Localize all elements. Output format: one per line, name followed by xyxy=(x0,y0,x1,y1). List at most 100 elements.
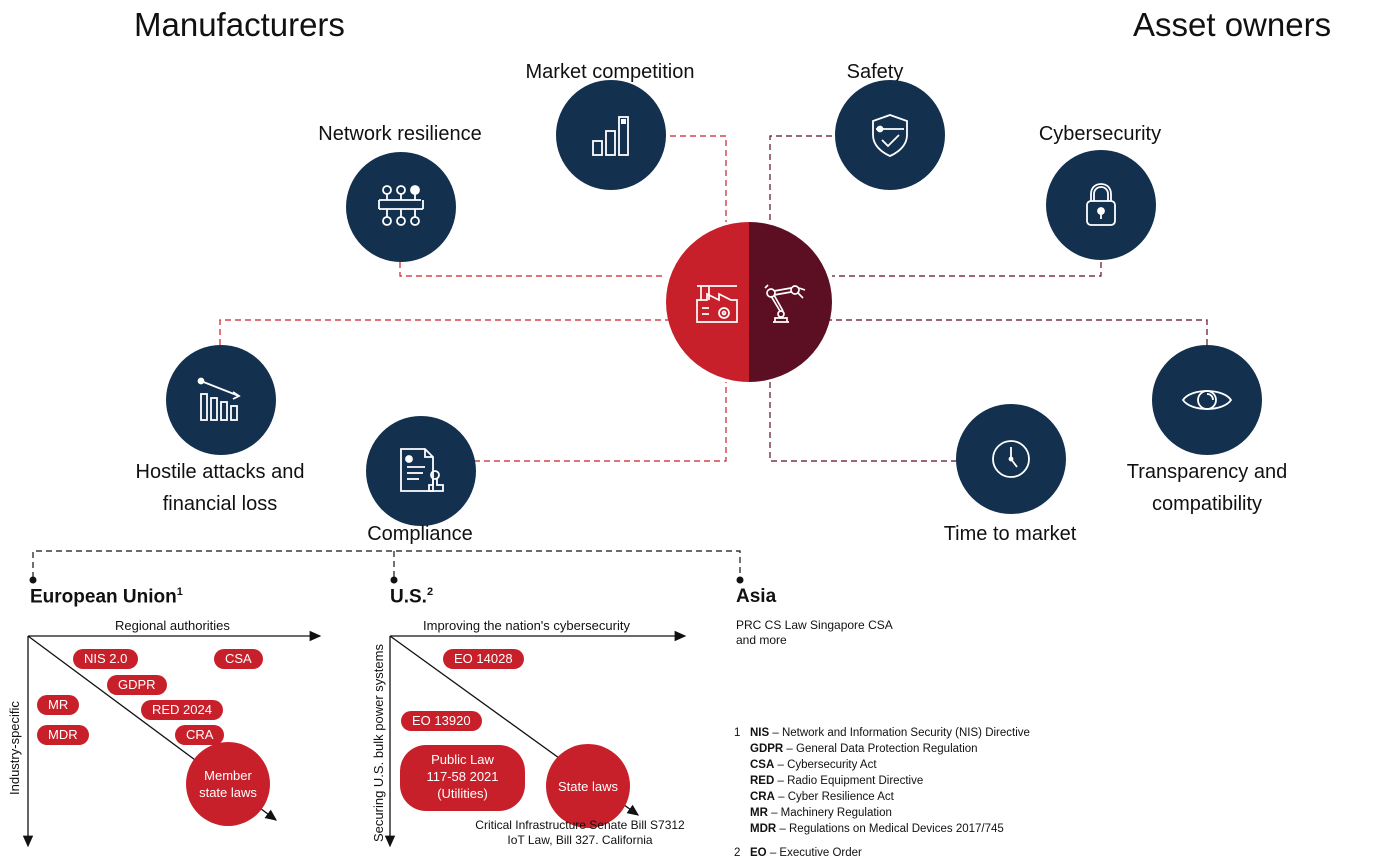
footnote-row: GDPR – General Data Protection Regulatio… xyxy=(734,741,1030,757)
market-competition-label: Market competition xyxy=(525,61,695,83)
footnote-abbr: MDR xyxy=(750,823,777,835)
cybersecurity-label: Cybersecurity xyxy=(1038,123,1162,145)
asia-laws: PRC CS Law Singapore CSA and more xyxy=(736,618,893,648)
connector-transparency xyxy=(826,319,1208,345)
hostile-attacks-label-line2: financial loss xyxy=(162,493,278,515)
eu-pill-red: RED 2024 xyxy=(141,700,223,720)
clock-icon xyxy=(992,440,1030,478)
footnote-text: – General Data Protection Regulation xyxy=(783,743,978,755)
public-law-line1: Public Law xyxy=(431,752,494,767)
footnote-2-number: 2 xyxy=(734,847,741,859)
public-law-line2: 117-58 2021 xyxy=(426,769,499,784)
eu-pill-mr: MR xyxy=(37,695,80,715)
eu-title-text: European Union xyxy=(30,586,177,608)
eu-pill-csa: CSA xyxy=(214,649,263,669)
footnote-abbr: MR xyxy=(750,807,768,819)
member-state-laws-line2: state laws xyxy=(199,785,257,800)
transparency-node xyxy=(1152,345,1262,455)
eu-pill-gdpr: GDPR xyxy=(107,675,167,695)
us-title-text: U.S. xyxy=(390,586,427,608)
footnote-abbr: RED xyxy=(750,775,775,787)
transparency-label-line1: Transparency and xyxy=(1126,461,1288,483)
us-bottom-line1: Critical Infrastructure Senate Bill S731… xyxy=(475,818,685,832)
connector-hostile-attacks xyxy=(219,319,672,345)
us-axis-top-label: Improving the nation's cybersecurity xyxy=(423,618,630,633)
document-stamp-icon xyxy=(400,448,444,492)
member-state-laws-circle: Member state laws xyxy=(186,742,270,826)
footnote-abbr: CSA xyxy=(750,759,775,771)
manufacturers-heading: Manufacturers xyxy=(134,6,345,43)
transparency-label: Transparency and compatibility xyxy=(1092,456,1322,520)
eu-axis-side-label: Industry-specific xyxy=(7,701,22,795)
footnote-row: MR – Machinery Regulation xyxy=(734,805,1030,821)
robot-arm-icon xyxy=(764,284,806,323)
member-state-laws-line1: Member xyxy=(204,768,252,783)
compliance-node xyxy=(366,416,476,526)
us-pill-eo13920: EO 13920 xyxy=(401,711,482,731)
us-bottom-laws: Critical Infrastructure Senate Bill S731… xyxy=(430,818,730,848)
network-nodes-icon xyxy=(378,185,424,226)
footnote-abbr: EO xyxy=(750,847,767,859)
factory-icon xyxy=(696,285,738,323)
footnote-text: – Machinery Regulation xyxy=(767,807,892,819)
connector-safety xyxy=(769,135,832,222)
time-to-market-label: Time to market xyxy=(943,523,1077,545)
padlock-icon xyxy=(1086,183,1116,226)
us-bottom-line2: IoT Law, Bill 327. California xyxy=(507,833,653,847)
shield-check-icon xyxy=(872,114,908,157)
us-footnote-ref: 2 xyxy=(426,586,434,598)
asia-line1: PRC CS Law Singapore CSA xyxy=(736,618,893,632)
eye-icon xyxy=(1181,390,1233,410)
connector-regions xyxy=(32,550,741,578)
us-axis-side-label: Securing U.S. bulk power systems xyxy=(371,644,386,842)
public-law-line3: (Utilities) xyxy=(437,786,488,801)
footnote-text: – Executive Order xyxy=(766,847,862,859)
footnote-text: – Radio Equipment Directive xyxy=(774,775,924,787)
eu-pill-nis: NIS 2.0 xyxy=(73,649,139,669)
safety-node xyxy=(835,80,945,190)
eu-pill-cra: CRA xyxy=(175,725,225,745)
network-resilience-node xyxy=(346,152,456,262)
center-circle xyxy=(666,222,832,382)
asia-title: Asia xyxy=(736,586,777,607)
compliance-label: Compliance xyxy=(367,523,473,545)
network-resilience-label: Network resilience xyxy=(318,123,482,145)
hostile-attacks-node xyxy=(166,345,276,455)
declining-chart-icon xyxy=(197,377,241,421)
footnote-row: RED – Radio Equipment Directive xyxy=(734,773,1030,789)
footnote-text: – Cybersecurity Act xyxy=(774,759,877,771)
footnote-text: – Network and Information Security (NIS)… xyxy=(769,727,1030,739)
footnote-1-number: 1 xyxy=(734,727,741,739)
footnote-text: – Cyber Resilience Act xyxy=(774,791,894,803)
footnote-text: – Regulations on Medical Devices 2017/74… xyxy=(776,823,1004,835)
bar-chart-icon xyxy=(592,116,629,156)
connector-market-competition xyxy=(660,135,727,222)
footnote-abbr: CRA xyxy=(750,791,775,803)
footnote-abbr: NIS xyxy=(750,727,770,739)
footnote-row: CSA – Cybersecurity Act xyxy=(734,757,1030,773)
state-laws-circle: State laws xyxy=(546,744,630,828)
safety-label: Safety xyxy=(846,61,904,83)
connector-time-to-market xyxy=(769,382,958,462)
cybersecurity-node xyxy=(1046,150,1156,260)
asia-line2: and more xyxy=(736,633,787,647)
connector-network-resilience xyxy=(399,222,666,277)
hostile-attacks-label: Hostile attacks and financial loss xyxy=(110,456,330,520)
hostile-attacks-label-line1: Hostile attacks and xyxy=(135,461,305,483)
public-law-pill: Public Law 117-58 2021 (Utilities) xyxy=(400,745,525,811)
footnote-row: CRA – Cyber Resilience Act xyxy=(734,789,1030,805)
footnote-row: MDR – Regulations on Medical Devices 201… xyxy=(734,821,1030,837)
footnotes: 1 NIS – Network and Information Security … xyxy=(734,725,1030,861)
asset-owners-heading: Asset owners xyxy=(1133,6,1332,43)
market-competition-node xyxy=(556,80,666,190)
eu-title: European Union1 xyxy=(30,586,183,608)
eu-axis-top-label: Regional authorities xyxy=(115,618,230,633)
transparency-label-line2: compatibility xyxy=(1151,493,1263,515)
eu-footnote-ref: 1 xyxy=(176,586,183,598)
footnote-row: 1 NIS – Network and Information Security … xyxy=(734,725,1030,741)
footnote-row: 2 EO – Executive Order xyxy=(734,845,1030,861)
us-pill-eo14028: EO 14028 xyxy=(443,649,524,669)
time-to-market-node xyxy=(956,404,1066,514)
us-title: U.S.2 xyxy=(390,586,433,608)
